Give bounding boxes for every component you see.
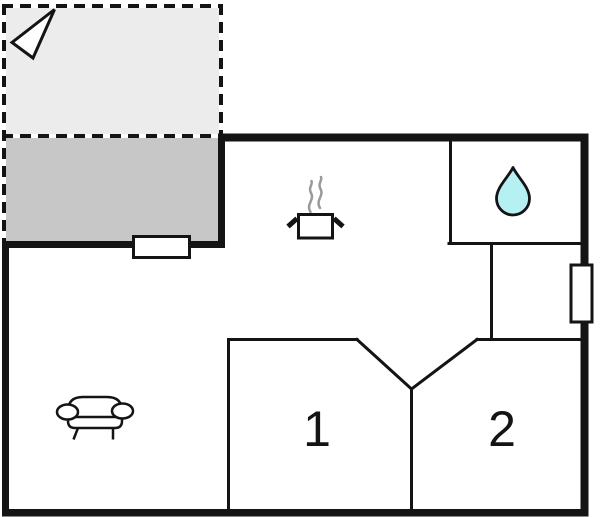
- sofa-leg-left: [72, 427, 80, 440]
- wall-right: [580, 133, 589, 517]
- sofa-armrest-right: [110, 402, 135, 420]
- wall-terrace-bottom: [2, 241, 225, 248]
- wall-room2-diagonal: [409, 337, 480, 392]
- pot-body: [297, 213, 334, 240]
- window-icon: [569, 263, 594, 324]
- wall-terrace-right: [218, 133, 225, 248]
- covered-terrace-area: [6, 138, 218, 241]
- room-2-label: 2: [488, 401, 516, 457]
- windows: [132, 235, 594, 324]
- interior-walls: [227, 135, 585, 512]
- steam-line: [317, 175, 323, 210]
- cooking-pot-steam-icon: [286, 175, 345, 240]
- window-icon: [132, 235, 191, 259]
- steam-line: [307, 179, 314, 214]
- wall-room1-diagonal: [354, 337, 414, 392]
- sofa-icon: [55, 395, 135, 440]
- steam-lines: [307, 175, 323, 214]
- sofa-armrest-left: [55, 403, 80, 421]
- exterior-walls: [2, 133, 589, 517]
- room-1-label: 1: [303, 401, 331, 457]
- wall-bottom: [2, 509, 589, 517]
- north-arrow-icon: [9, 8, 56, 61]
- wall-top: [218, 133, 588, 142]
- pot-handle-left: [286, 216, 299, 229]
- terrace-dashed-borders: [2, 4, 223, 243]
- wall-left: [2, 241, 9, 517]
- pot-handle-right: [332, 216, 345, 229]
- water-drop-icon: [495, 166, 531, 217]
